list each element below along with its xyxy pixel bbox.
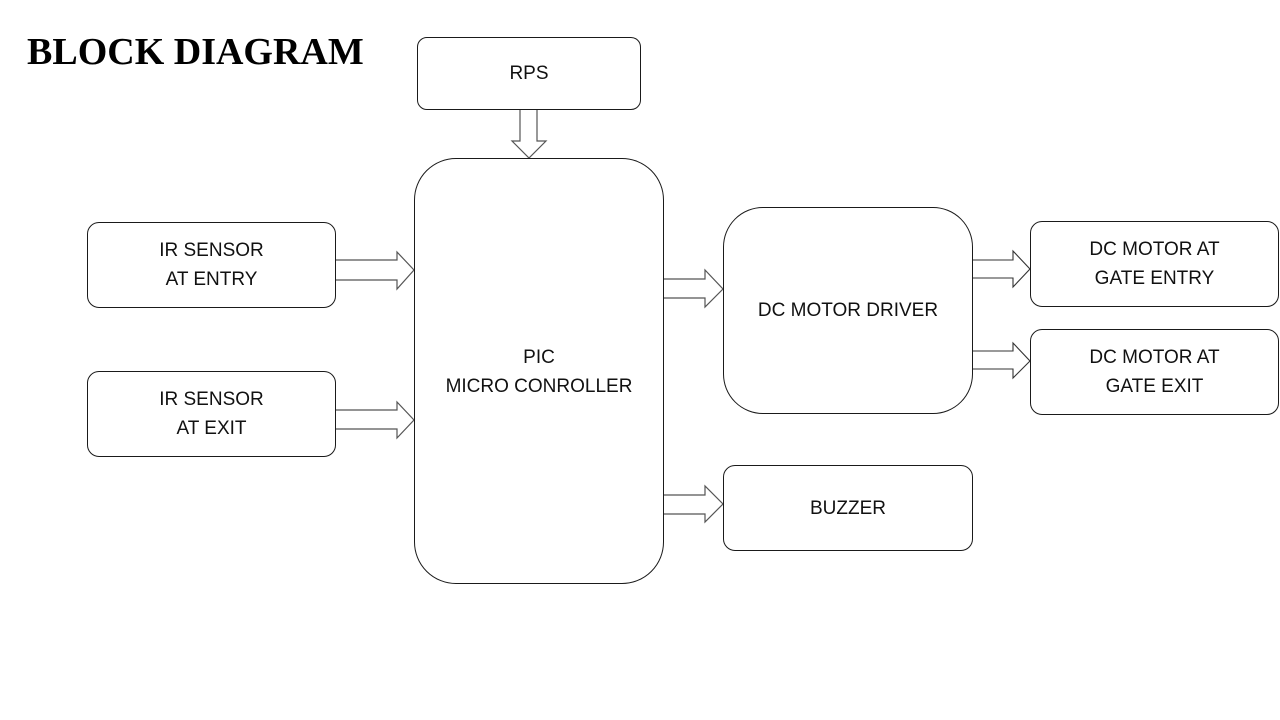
arrow-driver-to-motor-exit: [973, 341, 1031, 380]
arrow-rps-to-pic: [510, 110, 548, 159]
arrow-pic-to-buzzer: [664, 484, 724, 524]
block-dc-motor-gate-entry: DC MOTOR AT GATE ENTRY: [1030, 221, 1279, 307]
block-buzzer: BUZZER: [723, 465, 973, 551]
arrow-ir-exit-to-pic: [335, 400, 415, 440]
block-motor-exit-line1: DC MOTOR AT: [1089, 347, 1220, 368]
block-ir-sensor-entry: IR SENSOR AT ENTRY: [87, 222, 336, 308]
block-motor-exit-line2: GATE EXIT: [1105, 376, 1204, 397]
block-ir-sensor-exit: IR SENSOR AT EXIT: [87, 371, 336, 457]
block-ir-exit-line2: AT EXIT: [176, 418, 247, 439]
block-motor-entry-line2: GATE ENTRY: [1094, 268, 1215, 289]
arrow-ir-entry-to-pic: [335, 250, 415, 291]
arrow-driver-to-motor-entry: [973, 249, 1031, 289]
block-ir-exit-line1: IR SENSOR: [159, 389, 264, 410]
diagram-title: BLOCK DIAGRAM: [27, 31, 364, 73]
block-rps-label: RPS: [509, 63, 549, 84]
block-pic-line1: PIC: [523, 347, 555, 368]
block-pic-line2: MICRO CONROLLER: [445, 376, 633, 397]
block-rps: RPS: [417, 37, 641, 110]
block-dc-motor-gate-exit: DC MOTOR AT GATE EXIT: [1030, 329, 1279, 415]
block-buzzer-label: BUZZER: [810, 497, 886, 519]
block-motor-driver-label: DC MOTOR DRIVER: [757, 300, 939, 321]
block-ir-entry-line2: AT ENTRY: [165, 269, 258, 290]
block-motor-entry-line1: DC MOTOR AT: [1089, 239, 1220, 260]
block-pic-microcontroller: PIC MICRO CONROLLER: [414, 158, 664, 584]
block-dc-motor-driver: DC MOTOR DRIVER: [723, 207, 973, 414]
arrow-pic-to-motor-driver: [664, 268, 724, 309]
block-ir-entry-line1: IR SENSOR: [159, 240, 264, 261]
